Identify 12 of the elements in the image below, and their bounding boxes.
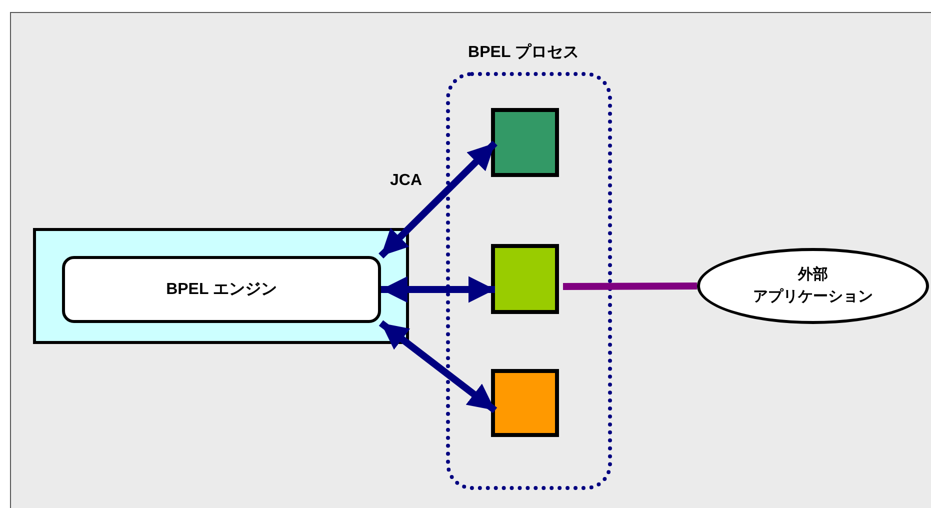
- process-step: [491, 108, 559, 177]
- engine-box: [62, 256, 381, 323]
- engine-container: [33, 228, 409, 344]
- node-title: 外部: [798, 265, 828, 286]
- node-label: BPEL エンジン: [166, 280, 277, 300]
- double-arrow: [378, 320, 498, 414]
- connector-line: [562, 282, 698, 290]
- process-step: [491, 369, 559, 437]
- double-arrow: [378, 140, 498, 258]
- group-title: BPEL プロセス: [468, 42, 579, 63]
- process-step: [491, 244, 559, 314]
- node-subtitle: アプリケーション: [753, 287, 873, 307]
